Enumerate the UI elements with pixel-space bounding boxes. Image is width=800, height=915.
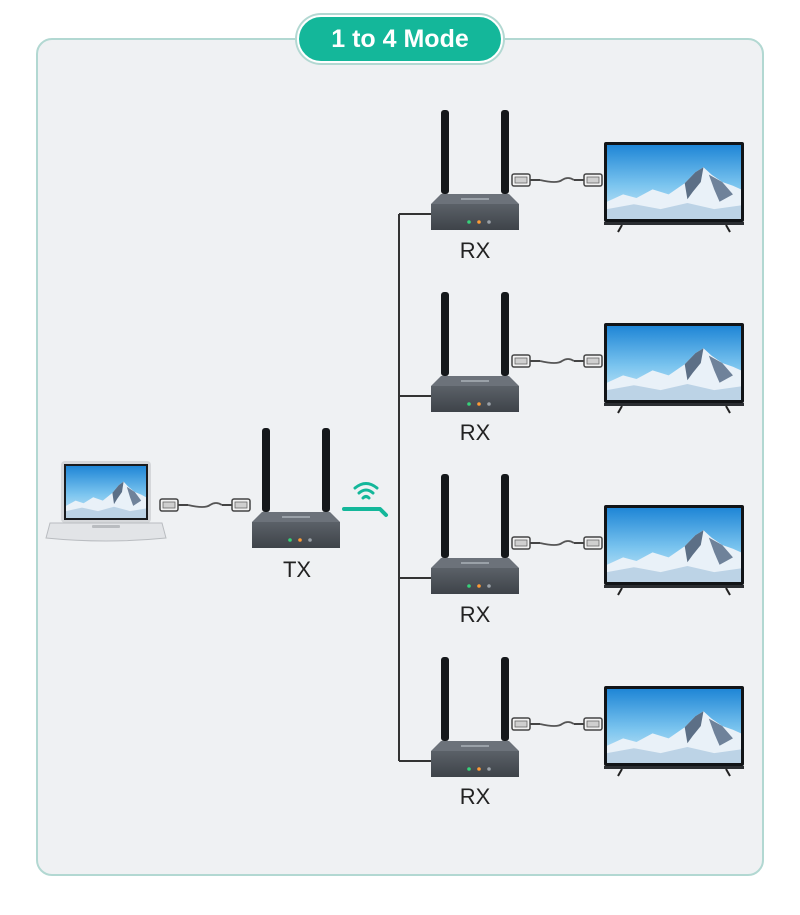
rx-device xyxy=(431,474,519,594)
rx-label: RX xyxy=(460,602,491,627)
tv-icon xyxy=(604,686,744,776)
receiver-row-1: RX xyxy=(431,110,744,263)
receiver-row-2: RX xyxy=(431,292,744,445)
receiver-row-3: RX xyxy=(431,474,744,627)
tv-icon xyxy=(604,142,744,232)
hdmi-cable-icon xyxy=(511,717,603,731)
receiver-row-4: RX xyxy=(431,657,744,809)
rx-device xyxy=(431,657,519,777)
hdmi-cable-icon xyxy=(511,354,603,368)
hdmi-cable-icon xyxy=(159,498,251,512)
tv-icon xyxy=(604,505,744,595)
tx-device xyxy=(252,428,340,548)
distribution-lines xyxy=(398,213,431,762)
mode-title: 1 to 4 Mode xyxy=(297,15,503,63)
rx-label: RX xyxy=(460,784,491,809)
hdmi-cable-icon xyxy=(511,536,603,550)
hdmi-cable-icon xyxy=(511,173,603,187)
rx-device xyxy=(431,110,519,230)
rx-label: RX xyxy=(460,238,491,263)
rx-device xyxy=(431,292,519,412)
tv-icon xyxy=(604,323,744,413)
rx-label: RX xyxy=(460,420,491,445)
wifi-signal-icon xyxy=(342,482,388,517)
tx-label: TX xyxy=(283,557,311,582)
laptop-icon xyxy=(45,461,167,542)
